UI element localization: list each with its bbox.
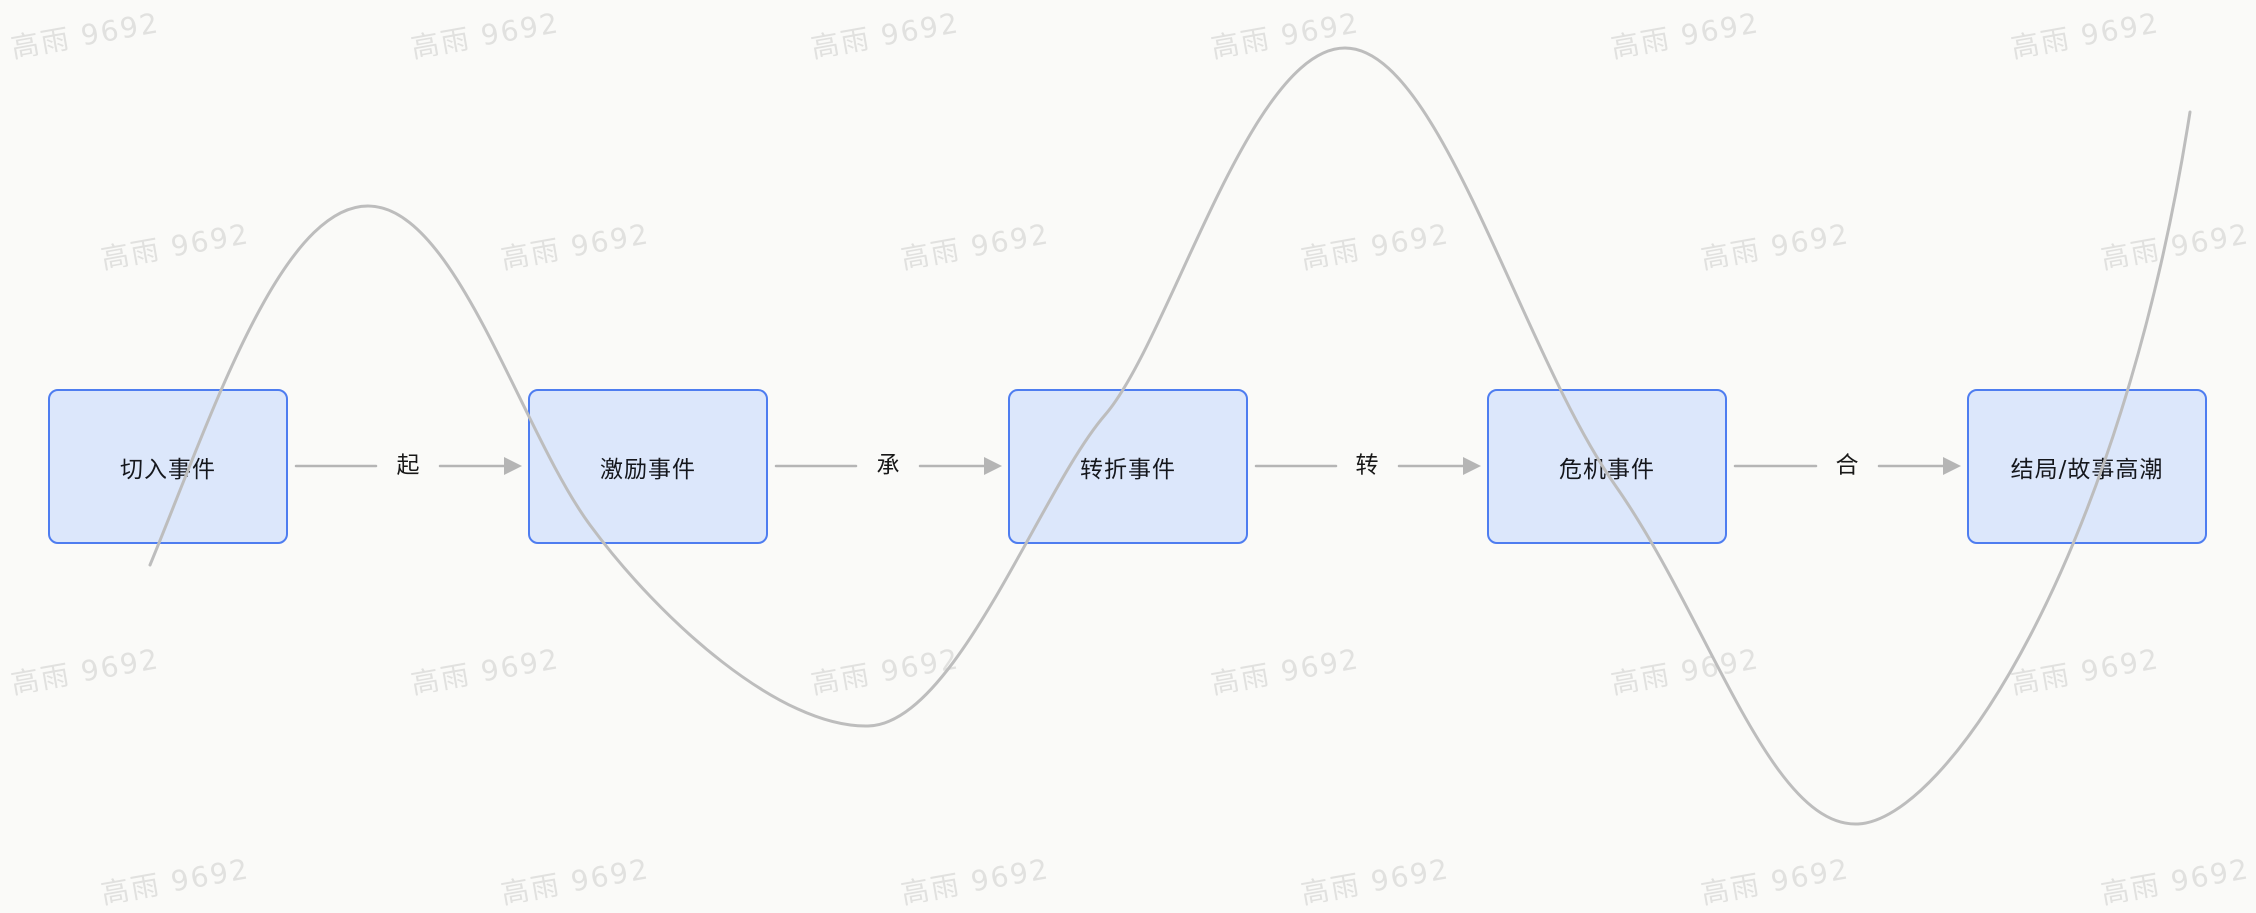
flow-node-crisis-event[interactable]: 危机事件 bbox=[1487, 389, 1727, 544]
arrowhead-icon bbox=[504, 457, 522, 475]
flow-node-climax-event[interactable]: 结局/故事高潮 bbox=[1967, 389, 2207, 544]
node-label: 危机事件 bbox=[1559, 456, 1655, 483]
edge-label-he: 合 bbox=[1835, 452, 1859, 479]
node-label: 结局/故事高潮 bbox=[2010, 456, 2164, 483]
edge-label-qi: 起 bbox=[396, 452, 420, 479]
node-label: 切入事件 bbox=[120, 456, 216, 483]
arrowhead-icon bbox=[984, 457, 1002, 475]
node-label: 转折事件 bbox=[1080, 456, 1176, 483]
flow-node-opening-event[interactable]: 切入事件 bbox=[48, 389, 288, 544]
flow-node-turning-event[interactable]: 转折事件 bbox=[1008, 389, 1248, 544]
edge-label-cheng: 承 bbox=[876, 452, 900, 479]
arrowhead-icon bbox=[1943, 457, 1961, 475]
arrowhead-icon bbox=[1463, 457, 1481, 475]
flow-node-inciting-event[interactable]: 激励事件 bbox=[528, 389, 768, 544]
edge-label-zhuan: 转 bbox=[1355, 452, 1379, 479]
node-label: 激励事件 bbox=[600, 456, 696, 483]
